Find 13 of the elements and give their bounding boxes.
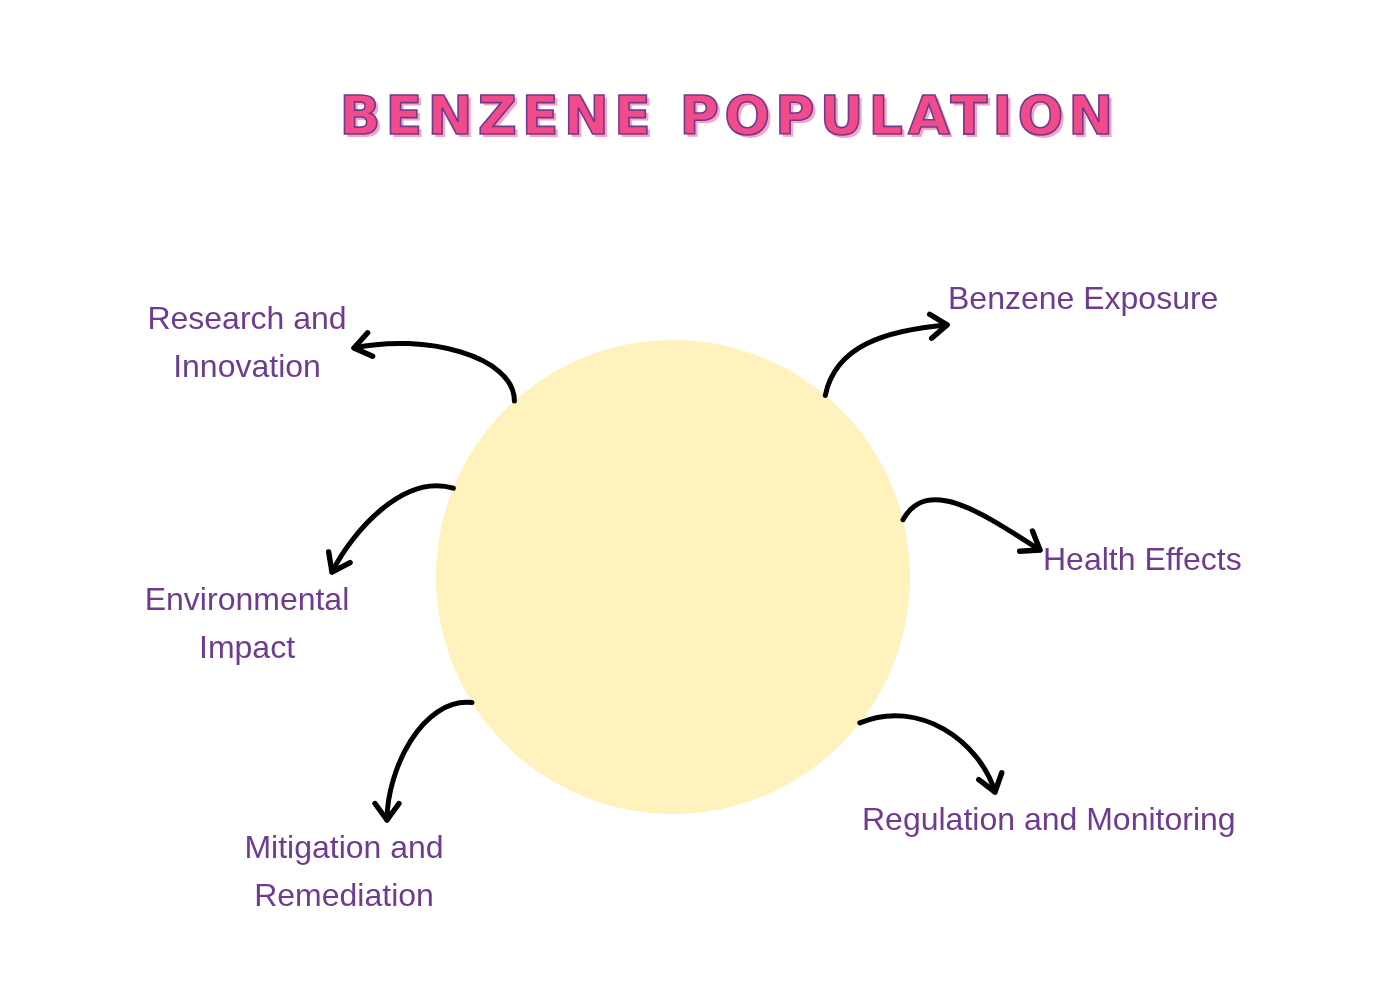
- arrow: [326, 483, 456, 575]
- arrow: [351, 330, 517, 404]
- arrow: [822, 311, 950, 398]
- topic-label: Environmental Impact: [140, 575, 354, 671]
- topic-label: Benzene Exposure: [948, 274, 1219, 322]
- diagram-title: BENZENE POPULATION: [339, 86, 1119, 146]
- arrow: [857, 713, 1004, 795]
- topic-label: Health Effects: [1043, 535, 1242, 583]
- topic-label: Research and Innovation: [143, 294, 351, 390]
- topic-label: Mitigation and Remediation: [240, 823, 448, 919]
- arrow: [900, 497, 1043, 554]
- arrow: [373, 700, 475, 823]
- topic-label: Regulation and Monitoring: [862, 795, 1236, 843]
